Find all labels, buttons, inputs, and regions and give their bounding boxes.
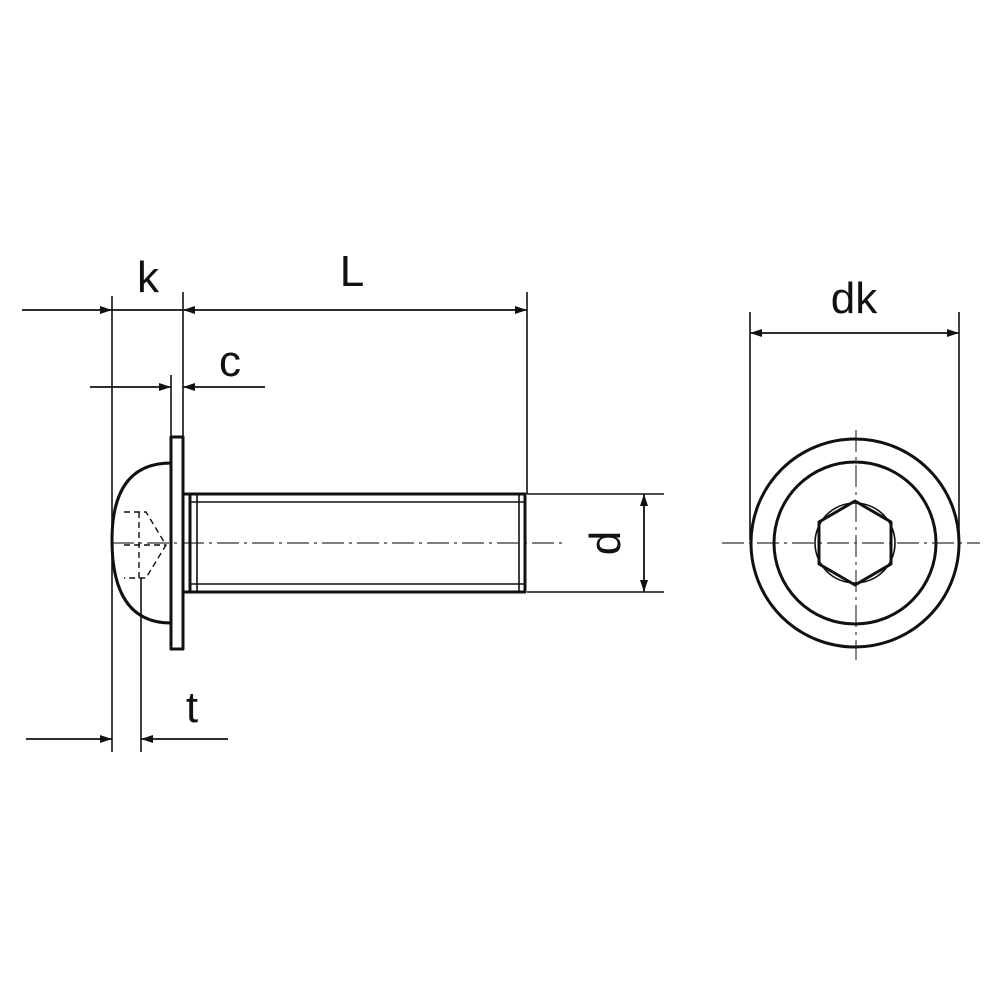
socket-inner-circle (814, 502, 896, 584)
end-view (722, 430, 980, 660)
end-view-dimensions: dk (749, 274, 960, 540)
side-view (110, 435, 565, 651)
flange (169, 435, 185, 651)
flange-outer-circle (749, 437, 961, 649)
label-t: t (186, 683, 198, 732)
label-k: k (137, 253, 160, 302)
label-c: c (219, 337, 241, 386)
label-L: L (340, 247, 364, 296)
threaded-shank (188, 492, 527, 594)
side-view-dimensions: k L c t d (22, 247, 664, 752)
label-d: d (581, 531, 630, 555)
label-dk: dk (831, 274, 878, 323)
head-circle (772, 460, 938, 626)
hex-socket (817, 499, 893, 587)
